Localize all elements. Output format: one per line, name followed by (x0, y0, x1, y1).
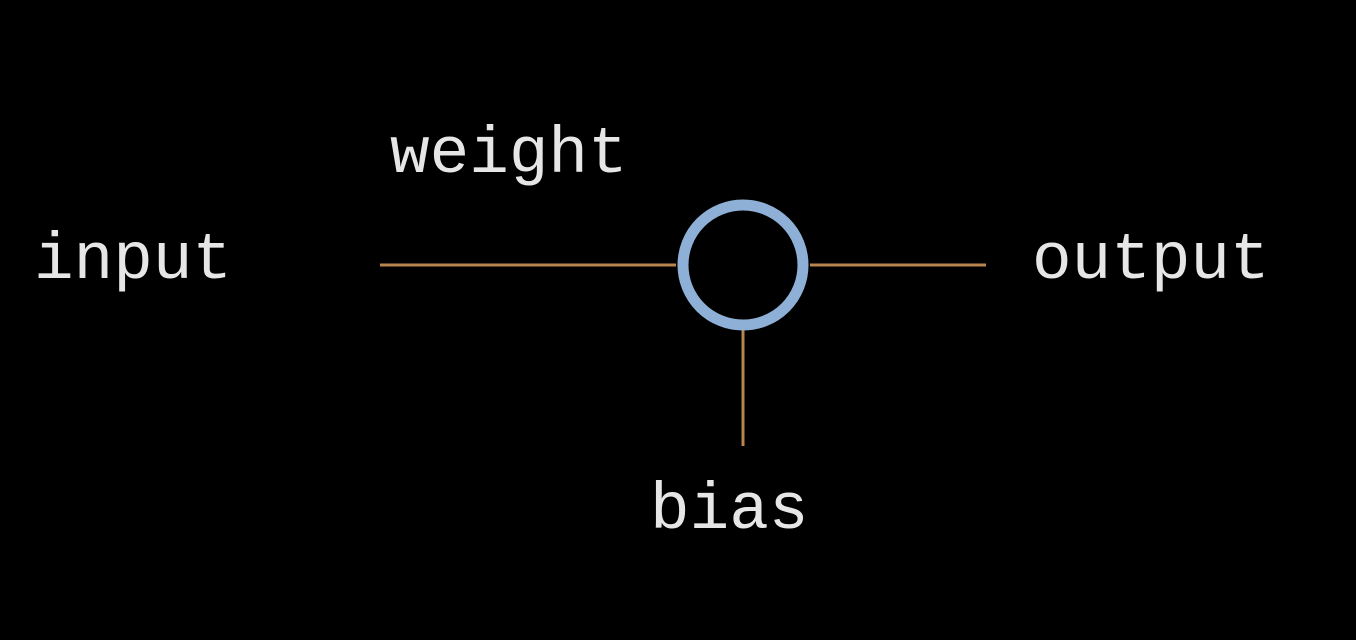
output-label: output (1032, 223, 1270, 298)
weight-label: weight (390, 117, 628, 192)
neuron-node (677, 199, 809, 331)
input-label: input (34, 223, 233, 298)
bias-label: bias (650, 473, 809, 548)
